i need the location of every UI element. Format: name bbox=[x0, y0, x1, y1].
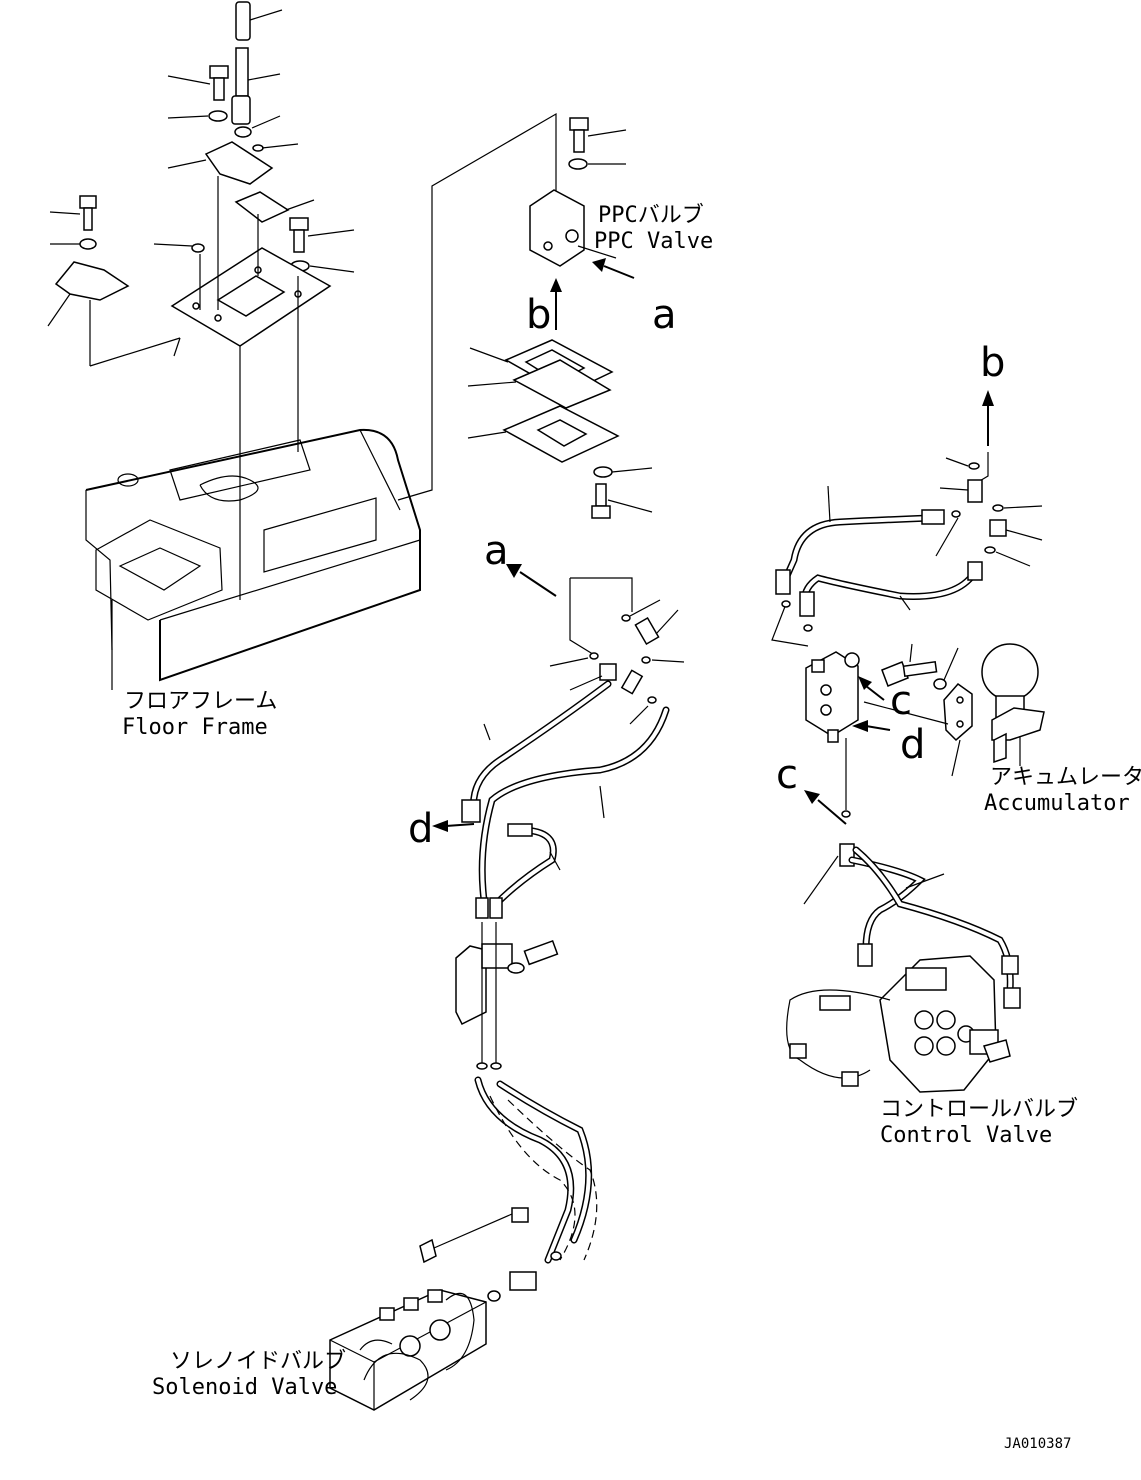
ref-b-right: b bbox=[980, 340, 1005, 386]
ppc-leader bbox=[397, 112, 557, 501]
accumulator-label-en: Accumulator bbox=[984, 791, 1130, 816]
ref-a-ppc: a bbox=[652, 292, 677, 338]
center-hoses bbox=[432, 564, 685, 919]
ref-d-block: d bbox=[900, 722, 925, 768]
ref-d-hose: d bbox=[408, 806, 433, 852]
control-valve-label-en: Control Valve bbox=[880, 1123, 1052, 1148]
accumulator-assembly bbox=[805, 643, 1045, 818]
right-hoses bbox=[771, 390, 1043, 647]
ppc-valve-label-jp: PPCバルブ bbox=[598, 203, 704, 228]
lever-assembly bbox=[47, 1, 355, 600]
ppc-valve bbox=[467, 117, 653, 519]
drawing-code: JA010387 bbox=[1004, 1436, 1071, 1452]
control-valve bbox=[786, 790, 1021, 1093]
floor-frame-label-en: Floor Frame bbox=[122, 715, 268, 740]
ref-c-lower: c bbox=[776, 752, 798, 798]
ref-c-block: c bbox=[890, 678, 912, 724]
solenoid-valve-label-en: Solenoid Valve bbox=[152, 1375, 337, 1400]
ppc-valve-label-en: PPC Valve bbox=[594, 229, 713, 254]
control-valve-label-jp: コントロールバルブ bbox=[880, 1097, 1078, 1122]
solenoid-valve bbox=[329, 1289, 487, 1411]
solenoid-hoses bbox=[419, 922, 598, 1302]
floor-frame bbox=[85, 428, 421, 690]
accumulator-label-jp: アキュムレータ bbox=[990, 765, 1141, 790]
floor-frame-label-jp: フロアフレーム bbox=[124, 689, 277, 714]
solenoid-valve-label-jp: ソレノイドバルブ bbox=[170, 1349, 346, 1374]
ref-b-ppc: b bbox=[526, 292, 551, 338]
ref-a-hose: a bbox=[484, 528, 509, 574]
